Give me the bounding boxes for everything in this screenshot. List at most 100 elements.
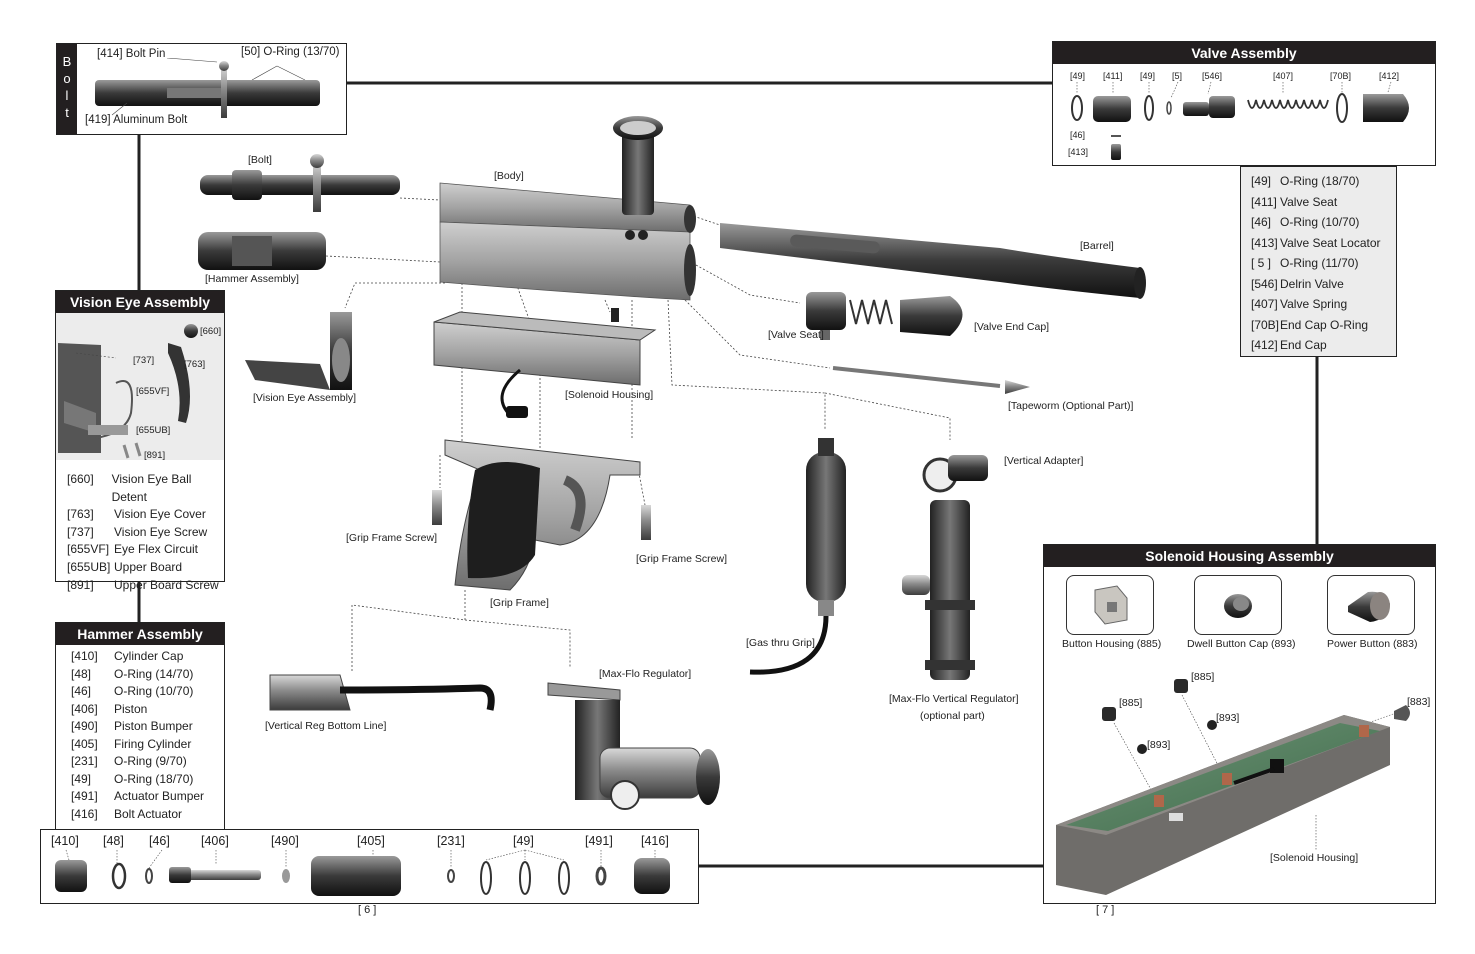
valve-seat-part bbox=[806, 292, 963, 340]
label-grip-frame: [Grip Frame] bbox=[490, 597, 549, 609]
valve-callout-413: [413] bbox=[1068, 147, 1089, 157]
callout-737: [737] bbox=[133, 355, 155, 366]
valve-parts-list: [49]O-Ring (18/70) [411]Valve Seat [46]O… bbox=[1240, 166, 1397, 357]
strip-label-491: [491] bbox=[585, 834, 613, 848]
list-item: [413]Valve Seat Locator bbox=[1251, 235, 1381, 250]
barrel-part bbox=[720, 223, 1146, 299]
list-item: [407]Valve Spring bbox=[1251, 297, 1348, 311]
vision-eye-part bbox=[245, 312, 352, 390]
list-item: [655UB]Upper Board bbox=[67, 559, 183, 574]
list-item: [231]O-Ring (9/70) bbox=[71, 754, 187, 768]
strip-label-231: [231] bbox=[437, 834, 465, 848]
label-barrel: [Barrel] bbox=[1080, 240, 1114, 252]
valve-drawing bbox=[1071, 81, 1409, 160]
label-max-flo-regulator: [Max-Flo Regulator] bbox=[599, 668, 692, 680]
callout-893-left: [893] bbox=[1147, 739, 1171, 751]
label-valve-end-cap: [Valve End Cap] bbox=[974, 321, 1050, 333]
vision-eye-parts-list: [660]Vision Eye Ball Detent [763]Vision … bbox=[67, 471, 224, 594]
hammer-parts-list: [410]Cylinder Cap [48]O-Ring (14/70) [46… bbox=[71, 648, 204, 823]
list-item: [48]O-Ring (14/70) bbox=[71, 666, 194, 681]
list-item: [891]Upper Board Screw bbox=[67, 577, 219, 592]
list-item: [490]Piston Bumper bbox=[71, 719, 193, 733]
hammer-part bbox=[198, 232, 326, 270]
vision-eye-drawing: [660] [737] [763] [655VF] [655UB] [891] bbox=[56, 313, 224, 461]
list-item: [410]Cylinder Cap bbox=[71, 649, 184, 663]
callout-655vf: [655VF] bbox=[136, 386, 170, 397]
aluminum-bolt-label: [419] Aluminum Bolt bbox=[85, 114, 188, 126]
list-item: [763]Vision Eye Cover bbox=[67, 507, 206, 522]
callout-893-right: [893] bbox=[1216, 712, 1240, 724]
valve-callout-46: [46] bbox=[1070, 130, 1086, 140]
label-vertical-reg-bottom-line: [Vertical Reg Bottom Line] bbox=[265, 720, 387, 732]
callout-660: [660] bbox=[200, 326, 222, 337]
max-flo-regulator-part bbox=[547, 682, 720, 810]
list-item: [660]Vision Eye Ball Detent bbox=[67, 472, 192, 504]
power-button-label: Power Button (883) bbox=[1327, 638, 1418, 650]
label-hammer-assembly: [Hammer Assembly] bbox=[205, 273, 299, 285]
strip-label-48: [48] bbox=[103, 834, 124, 848]
label-grip-frame-screw-right: [Grip Frame Screw] bbox=[636, 553, 728, 565]
dwell-button-cap-label: Dwell Button Cap (893) bbox=[1187, 638, 1296, 650]
strip-label-46: [46] bbox=[149, 834, 170, 848]
vision-eye-box: Vision Eye Assembly [660] [737] [763] [6… bbox=[55, 290, 225, 592]
label-optional-part: (optional part) bbox=[920, 710, 985, 722]
vertical-regulator-part bbox=[902, 455, 988, 680]
label-valve-seat: [Valve Seat] bbox=[768, 329, 824, 341]
list-item: [412]End Cap bbox=[1251, 338, 1327, 352]
body-part bbox=[439, 116, 696, 301]
callout-763: [763] bbox=[184, 359, 206, 370]
bolt-box-drawing bbox=[95, 58, 320, 118]
gas-thru-grip-part bbox=[749, 438, 846, 675]
solenoid-housing-label: [Solenoid Housing] bbox=[1270, 852, 1359, 864]
strip-label-406: [406] bbox=[201, 834, 229, 848]
valve-callout-49a: [49] bbox=[1070, 71, 1086, 81]
valve-callout-546: [546] bbox=[1202, 71, 1223, 81]
strip-label-405: [405] bbox=[357, 834, 385, 848]
valve-callout-5: [5] bbox=[1172, 71, 1183, 81]
list-item: [46]O-Ring (10/70) bbox=[1251, 215, 1360, 229]
valve-callout-70b: [70B] bbox=[1330, 71, 1352, 81]
list-item: [655VF]Eye Flex Circuit bbox=[67, 542, 199, 557]
bolt-part bbox=[200, 154, 400, 212]
label-max-flo-vertical-regulator: [Max-Flo Vertical Regulator] bbox=[889, 693, 1019, 705]
callout-885-left: [885] bbox=[1119, 697, 1143, 709]
callout-885-right: [885] bbox=[1191, 671, 1215, 683]
label-grip-frame-screw-left: [Grip Frame Screw] bbox=[346, 532, 438, 544]
callout-891: [891] bbox=[144, 450, 166, 461]
label-tapeworm: [Tapeworm (Optional Part)] bbox=[1008, 400, 1134, 412]
button-housing-tile bbox=[1066, 575, 1154, 635]
label-vertical-adapter: [Vertical Adapter] bbox=[1004, 455, 1084, 467]
hammer-strip-drawing bbox=[55, 849, 670, 896]
list-item: [49]O-Ring (18/70) bbox=[1251, 174, 1360, 188]
tapeworm-part bbox=[832, 366, 1030, 394]
callout-883: [883] bbox=[1407, 696, 1431, 708]
label-body: [Body] bbox=[494, 170, 524, 182]
button-housing-label: Button Housing (885) bbox=[1062, 638, 1162, 650]
valve-title: Valve Assembly bbox=[1053, 42, 1435, 64]
page-number-left: [ 6 ] bbox=[358, 904, 377, 916]
hammer-title: Hammer Assembly bbox=[56, 623, 224, 645]
dwell-button-cap-tile bbox=[1194, 575, 1282, 635]
valve-callout-49b: [49] bbox=[1140, 71, 1156, 81]
list-item: [737]Vision Eye Screw bbox=[67, 524, 208, 539]
list-item: [491]Actuator Bumper bbox=[71, 789, 205, 803]
hammer-box: Hammer Assembly [410]Cylinder Cap [48]O-… bbox=[55, 622, 225, 829]
solenoid-box: Solenoid Housing Assembly Button Housing… bbox=[1043, 544, 1436, 904]
list-item: [416]Bolt Actuator bbox=[71, 806, 183, 821]
valve-box: Valve Assembly [49] [411] [49] [5] [546]… bbox=[1052, 41, 1436, 166]
page-number-right: [ 7 ] bbox=[1096, 904, 1115, 916]
strip-label-416: [416] bbox=[641, 834, 669, 848]
strip-label-49: [49] bbox=[513, 834, 534, 848]
strip-label-490: [490] bbox=[271, 834, 299, 848]
valve-callout-407: [407] bbox=[1273, 71, 1294, 81]
vertical-reg-bottom-line-part bbox=[269, 674, 495, 711]
callout-655ub: [655UB] bbox=[136, 425, 171, 436]
list-item: [405]Firing Cylinder bbox=[71, 736, 192, 751]
label-gas-thru-grip: [Gas thru Grip] bbox=[746, 637, 815, 649]
valve-callout-411: [411] bbox=[1103, 71, 1123, 81]
list-item: [406]Piston bbox=[71, 701, 148, 716]
list-item: [49]O-Ring (18/70) bbox=[71, 771, 194, 786]
power-button-tile bbox=[1327, 575, 1415, 635]
bolt-pin-label: [414] Bolt Pin bbox=[97, 48, 166, 60]
